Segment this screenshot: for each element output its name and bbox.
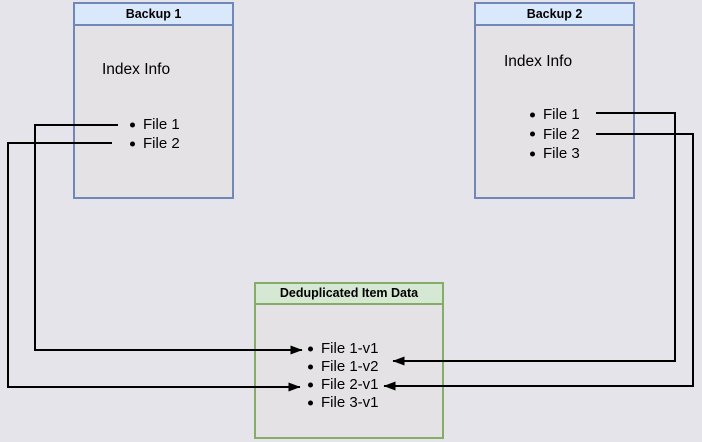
- backup1-file-list: File 1 File 2: [130, 116, 180, 153]
- list-item: File 2-v1: [308, 376, 379, 394]
- list-item: File 2: [530, 125, 580, 145]
- dedup-title: Deduplicated Item Data: [256, 284, 442, 305]
- list-item: File 1: [130, 116, 180, 135]
- list-item: File 2: [130, 135, 180, 154]
- list-item: File 3-v1: [308, 394, 379, 412]
- backup2-index-info-label: Index Info: [504, 53, 573, 70]
- backup2-title: Backup 2: [476, 4, 633, 26]
- list-item: File 3: [530, 144, 580, 164]
- list-item: File 1: [530, 105, 580, 125]
- backup2-box: Backup 2 Index Info File 1 File 2 File 3: [474, 2, 635, 199]
- dedup-file-list: File 1-v1 File 1-v2 File 2-v1 File 3-v1: [308, 340, 379, 412]
- dedup-box: Deduplicated Item Data File 1-v1 File 1-…: [254, 282, 444, 439]
- list-item: File 1-v2: [308, 358, 379, 376]
- list-item: File 1-v1: [308, 340, 379, 358]
- backup1-box: Backup 1 Index Info File 1 File 2: [73, 2, 234, 199]
- backup1-title: Backup 1: [75, 4, 232, 26]
- backup2-file-list: File 1 File 2 File 3: [530, 105, 580, 164]
- backup1-index-info-label: Index Info: [102, 61, 171, 78]
